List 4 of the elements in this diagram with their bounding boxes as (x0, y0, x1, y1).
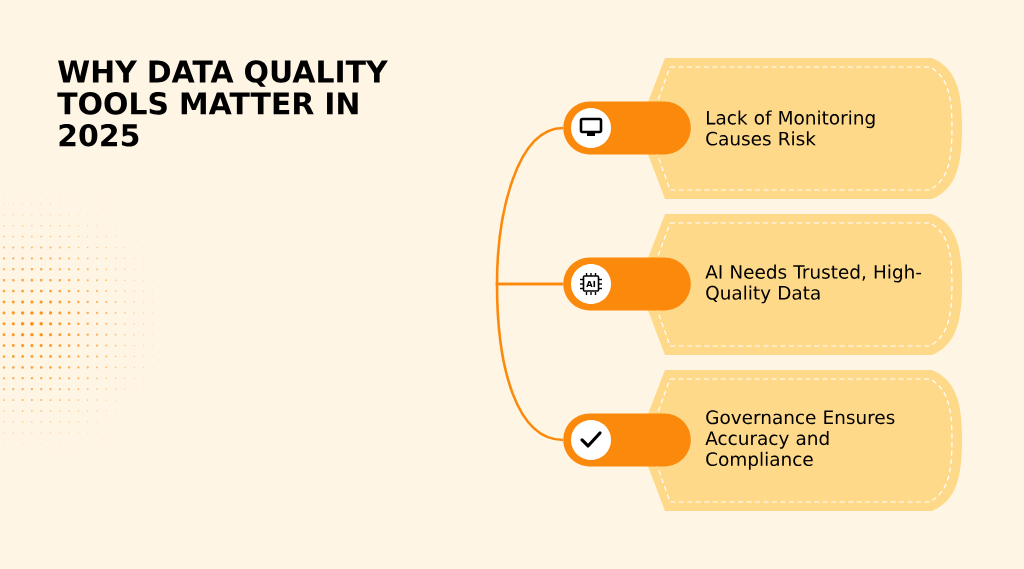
connector-line (495, 126, 564, 286)
title: WHY DATA QUALITY TOOLS MATTER IN 2025 (57, 60, 388, 147)
icon-label: AI (586, 280, 596, 288)
connector-line (495, 282, 564, 442)
